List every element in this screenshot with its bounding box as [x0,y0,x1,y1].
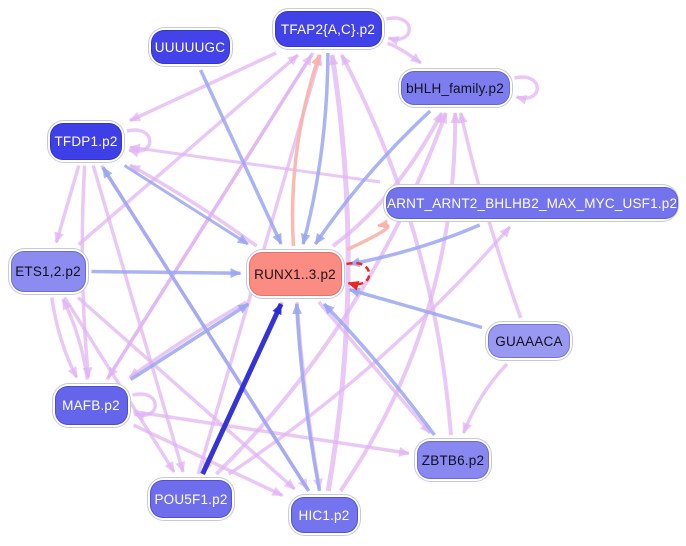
node-label-mafb: MAFB.p2 [54,385,128,425]
edge-runx-mafb [128,300,248,379]
node-uuuuugc[interactable]: UUUUUGC [147,27,233,67]
edge-ets-tfap2 [77,53,300,246]
node-zbtb6[interactable]: ZBTB6.p2 [414,438,492,482]
node-label-arnt-family: ARNT_ARNT2_BHLHB2_MAX_MYC_USF1.p2 [386,187,679,219]
edge-uuuuugc-runx [199,69,283,245]
self-loop-mafb [132,392,157,422]
self-loop-bhlh [514,75,539,105]
edge-runx-tfdp1 [129,163,258,248]
edge-mafb-ets [61,298,90,380]
node-label-hic1: HIC1.p2 [290,497,358,533]
node-hic1[interactable]: HIC1.p2 [287,494,361,536]
node-runx13[interactable]: RUNX1..3.p2 [245,249,345,299]
node-label-runx13: RUNX1..3.p2 [248,252,342,296]
edge-tfdp1-pou5f1 [91,165,186,473]
node-label-zbtb6: ZBTB6.p2 [417,441,489,479]
edge-ets-hic1 [76,296,296,491]
edge-mafb-runx [129,302,250,381]
edge-bhlh-runx [313,109,432,245]
edge-hic1-tfdp1 [101,166,311,492]
edge-tfdp1-runx [123,164,249,246]
node-label-uuuuugc: UUUUUGC [150,30,230,64]
node-ets12[interactable]: ETS1,2.p2 [7,247,89,295]
edge-tfap2-tfdp1 [129,51,277,123]
node-bhlh-family[interactable]: bHLH_family.p2 [397,68,513,108]
edge-tfap2-runx [300,52,330,245]
edge-ets-mafb [50,297,79,379]
edge-runx-arnt [346,219,390,252]
edge-arnt-runx [348,223,481,268]
node-label-tfdp1: TFDP1.p2 [50,122,122,160]
node-arnt-family[interactable]: ARNT_ARNT2_BHLHB2_MAX_MYC_USF1.p2 [383,184,679,222]
edge-zbtb6-runx [322,302,436,437]
node-label-guaaaca: GUAAACA [488,324,570,358]
node-tfap2[interactable]: TFAP2{A,C}.p2 [271,8,385,50]
node-label-pou5f1: POU5F1.p2 [150,480,232,518]
node-label-ets12: ETS1,2.p2 [10,250,86,292]
node-mafb[interactable]: MAFB.p2 [51,382,131,428]
edge-runx-tfap2 [290,54,321,247]
edge-pou5f1-runx [200,302,284,476]
node-tfdp1[interactable]: TFDP1.p2 [47,119,125,163]
edge-tfap2-mafb [106,52,315,379]
node-pou5f1[interactable]: POU5F1.p2 [147,477,235,521]
edge-tfap2-bhlh [387,41,422,65]
node-label-tfap2: TFAP2{A,C}.p2 [274,11,382,47]
self-loop-tfdp1 [126,128,152,158]
edge-guaaaca-runx [348,287,483,330]
edge-runx-hic1 [295,301,323,490]
edge-runx-zbtb6 [317,300,432,435]
self-loop-tfap2 [386,16,411,46]
edge-tfdp1-ets [54,165,81,244]
node-guaaaca[interactable]: GUAAACA [485,321,573,361]
edge-zbtb6-tfap2 [339,54,453,436]
edge-ets-runx [91,268,242,279]
edge-arnt-tfdp1 [129,143,381,184]
edge-hic1-runx [292,303,322,492]
edge-pou5f1-bhlh [214,112,448,476]
edge-guaaaca-zbtb6 [461,362,509,434]
edge-hic1-tfap2 [325,54,351,492]
node-label-bhlh-family: bHLH_family.p2 [400,71,510,105]
